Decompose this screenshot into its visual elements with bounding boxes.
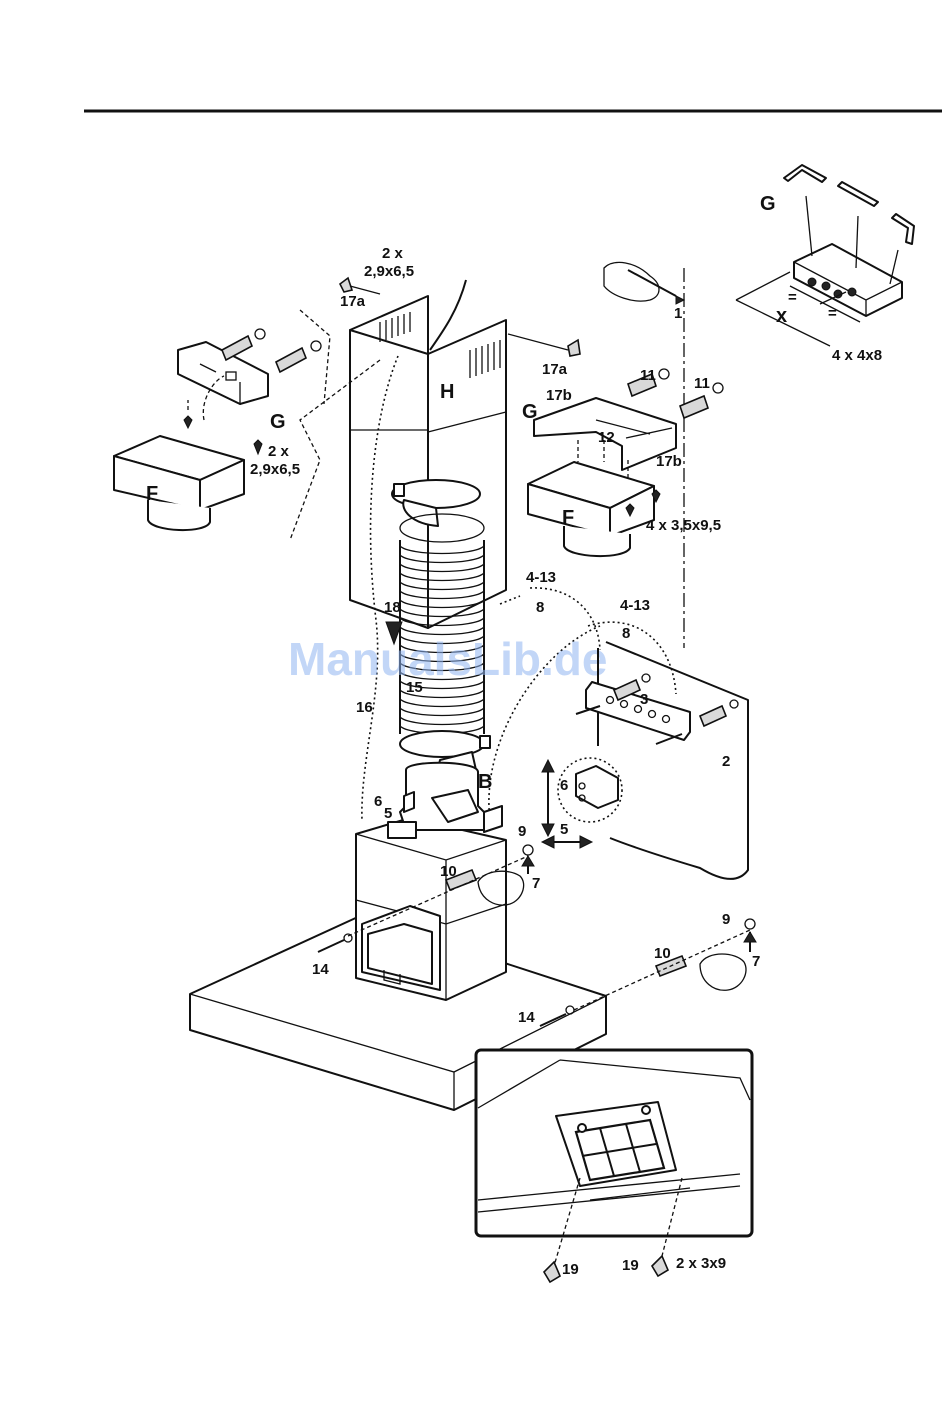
label-17b: 17b — [546, 387, 572, 404]
wall-plug-icon — [700, 706, 726, 726]
bracket-piece-3 — [892, 214, 914, 244]
washer-icon — [659, 369, 669, 379]
label-screws: 2 x 3x9 — [676, 1255, 726, 1272]
bracket-piece-2 — [838, 182, 878, 206]
screw-icon — [578, 1124, 586, 1132]
label-eq: = — [828, 305, 837, 322]
label-17a: 17a — [542, 361, 568, 378]
clamp-screw — [394, 484, 404, 496]
screw-icon — [642, 1106, 650, 1114]
label-screws: 4 x 4x8 — [832, 347, 882, 364]
label-18: 18 — [384, 599, 401, 616]
left-bracket-group: G 2 x 2,9x6,5 F — [114, 310, 380, 540]
label-6: 6 — [560, 777, 568, 794]
connector-right — [484, 806, 502, 832]
label-10: 10 — [654, 945, 671, 962]
adjustment-detail: 6 5 — [542, 758, 622, 848]
screw-17a-right-icon — [568, 340, 580, 356]
bracket-piece-1 — [784, 165, 826, 182]
arrow-head-icon — [676, 296, 684, 304]
label-H: H — [440, 381, 454, 403]
mid-bracket-group: 11 11 17b G 12 17b F 4 x 3,5x9,5 — [522, 367, 723, 556]
wall-plug-icon — [276, 348, 306, 372]
label-size: 2,9x6,5 — [364, 263, 414, 280]
label-17a: 17a — [340, 293, 366, 310]
label-5: 5 — [560, 821, 568, 838]
hand-icon — [700, 954, 746, 990]
screw-17a-left-icon — [340, 278, 352, 292]
label-14: 14 — [518, 1009, 535, 1026]
duct-rib — [400, 699, 484, 707]
label-19: 19 — [562, 1261, 579, 1278]
label-G: G — [522, 401, 538, 423]
label-2x: 2 x — [268, 443, 290, 460]
motor-block — [576, 766, 618, 808]
label-x: x — [776, 305, 787, 327]
duct-rib — [400, 717, 484, 725]
screw-icon — [848, 288, 856, 296]
label-14: 14 — [312, 961, 329, 978]
label-1: 1 — [674, 305, 682, 322]
washer-icon — [642, 674, 650, 682]
screw-icon — [822, 282, 830, 290]
screw-icon — [808, 278, 816, 286]
label-F: F — [562, 507, 574, 529]
label-B: B — [478, 771, 492, 793]
label-12: 12 — [598, 429, 615, 446]
label-eq: = — [788, 289, 797, 306]
label-6: 6 — [374, 793, 382, 810]
label-16: 16 — [356, 699, 373, 716]
wall-plug-icon — [222, 336, 252, 360]
label-7: 7 — [532, 875, 540, 892]
label-9: 9 — [722, 911, 730, 928]
junction-box — [388, 822, 416, 838]
label-2x: 2 x — [382, 245, 404, 262]
label-F: F — [146, 483, 158, 505]
washer-icon — [523, 845, 533, 855]
screw-19-left-icon — [544, 1262, 560, 1282]
clamp-screw — [480, 736, 490, 748]
washer-icon — [730, 700, 738, 708]
washer-icon — [713, 383, 723, 393]
screw-shank — [508, 334, 568, 350]
label-19: 19 — [622, 1257, 639, 1274]
label-4-13: 4-13 — [620, 597, 650, 614]
label-2: 2 — [722, 753, 730, 770]
washer-icon — [255, 329, 265, 339]
screws-19: 19 19 2 x 3x9 — [544, 1255, 726, 1282]
washer-icon — [311, 341, 321, 351]
label-8: 8 — [536, 599, 544, 616]
label-G: G — [760, 193, 776, 215]
bracket-assembly-top-right: G = = x 4 x 4x8 — [736, 165, 914, 364]
chimney-front-face — [350, 330, 428, 628]
label-11: 11 — [640, 367, 656, 384]
label-screws: 4 x 3,5x9,5 — [646, 517, 721, 534]
connector-left — [404, 792, 414, 812]
inset-detail — [476, 1050, 752, 1266]
duct-rib — [400, 708, 484, 716]
label-size: 2,9x6,5 — [250, 461, 300, 478]
leader-g1 — [806, 196, 812, 256]
label-5: 5 — [384, 805, 392, 822]
label-4-13: 4-13 — [526, 569, 556, 586]
label-17b: 17b — [656, 453, 682, 470]
label-G: G — [270, 411, 286, 433]
label-7: 7 — [752, 953, 760, 970]
label-9: 9 — [518, 823, 526, 840]
label-11: 11 — [694, 375, 710, 392]
watermark: ManualsLib.de — [288, 633, 607, 685]
screw-19-right-icon — [652, 1256, 668, 1276]
label-3: 3 — [640, 691, 648, 708]
arrow-up-icon — [744, 932, 756, 942]
arc-path — [500, 596, 520, 604]
screw-icon — [254, 440, 262, 454]
washer-icon — [745, 919, 755, 929]
label-8: 8 — [622, 625, 630, 642]
label-10: 10 — [440, 863, 457, 880]
screw-icon — [184, 416, 192, 428]
pencil-icon — [628, 270, 676, 296]
